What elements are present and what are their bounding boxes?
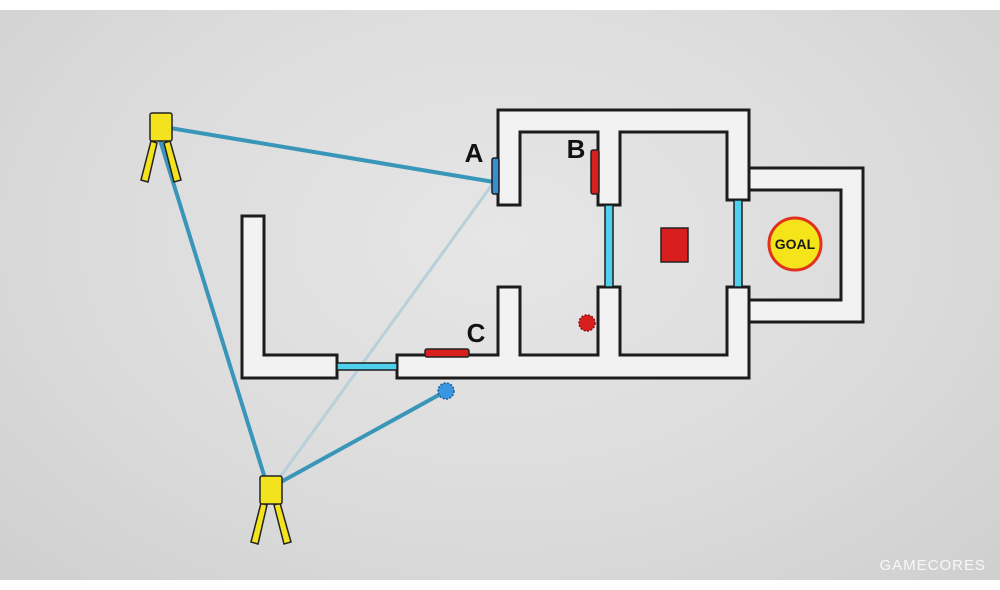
- goal-circle-icon: GOAL: [767, 216, 823, 272]
- faint-laser-beam: [276, 181, 496, 481]
- laser-beam-top-to-a: [168, 126, 496, 184]
- light-bridge-right: [733, 199, 743, 288]
- main-building-wall: [395, 285, 751, 380]
- left-l-wall: [240, 214, 339, 380]
- label-a: A: [465, 138, 484, 168]
- tripod-laser-icon: [140, 112, 182, 183]
- red-cube: [660, 227, 689, 263]
- watermark: GAMECORES: [879, 557, 986, 574]
- switch-c: [424, 348, 470, 358]
- laser-beam-to-orb: [268, 389, 448, 490]
- level-map: GOAL A B C: [140, 108, 865, 545]
- game-stage: GOAL A B C GAMECORES: [0, 10, 1000, 580]
- orb-icon: [437, 382, 455, 400]
- upper-room-wall: [496, 108, 751, 207]
- label-c: C: [467, 318, 486, 348]
- tripod-laser-icon: [250, 475, 292, 545]
- label-b: B: [567, 134, 586, 164]
- receiver-a: [491, 157, 500, 195]
- light-bridge-middle: [604, 204, 614, 288]
- orb-icon: [578, 314, 596, 332]
- laser-beam-turret-link: [158, 138, 270, 490]
- goal-room-wall: [747, 166, 865, 324]
- light-bridge-left: [336, 362, 398, 371]
- goal-label: GOAL: [775, 236, 816, 252]
- switch-b: [590, 149, 600, 195]
